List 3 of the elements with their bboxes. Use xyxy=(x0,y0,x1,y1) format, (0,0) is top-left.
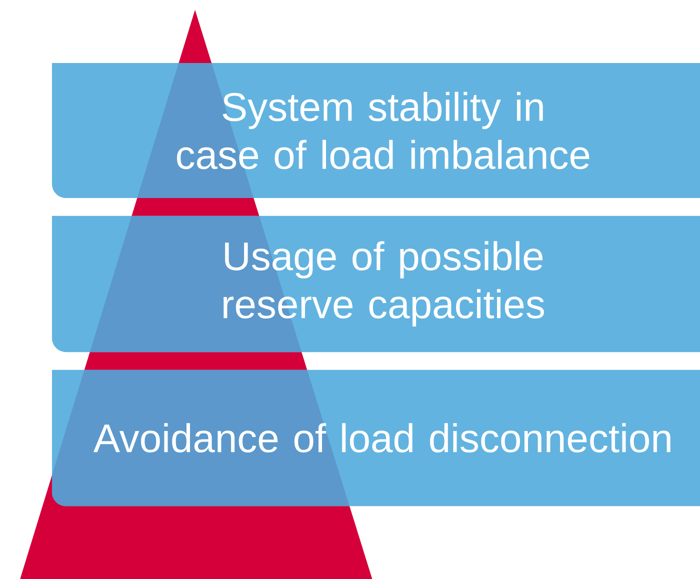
text-box: System stability in case of load imbalance xyxy=(52,63,700,198)
text-box: Usage of possible reserve capacities xyxy=(52,216,700,352)
text-box: Avoidance of load disconnection xyxy=(52,370,700,506)
